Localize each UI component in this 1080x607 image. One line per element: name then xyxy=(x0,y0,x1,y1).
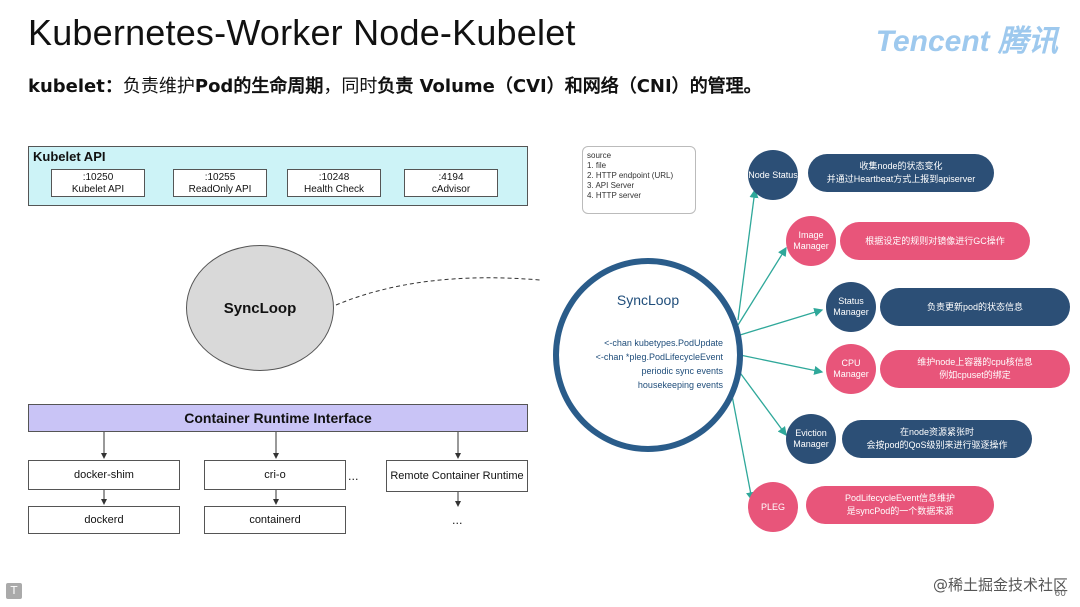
dockerd-box: dockerd xyxy=(28,506,180,534)
eviction-manager-circle: Eviction Manager xyxy=(786,414,836,464)
source-item: 1. file xyxy=(587,161,607,170)
subtitle-part: Pod的生命周期 xyxy=(194,76,324,97)
subtitle-part: 负责 xyxy=(377,76,414,97)
port-name: Health Check xyxy=(303,184,365,195)
syncloop-channel: periodic sync events xyxy=(641,366,723,376)
ellipsis: ... xyxy=(452,514,463,527)
subtitle-part: Volume（CVI） xyxy=(413,76,565,97)
remote-runtime-box: Remote Container Runtime xyxy=(386,460,528,492)
subtitle: kubelet：负责维护Pod的生命周期，同时负责 Volume（CVI）和网络… xyxy=(28,72,762,98)
port-number: :4194 xyxy=(438,172,464,183)
watermark: @稀土掘金技术社区 xyxy=(932,576,1068,594)
subtitle-part: 负责维护 xyxy=(122,76,195,97)
tencent-logo: Tencent 腾讯 xyxy=(875,25,1058,58)
status-manager-desc: 负责更新pod的状态信息 xyxy=(880,288,1070,326)
source-title: source xyxy=(587,151,612,160)
page-title: Kubernetes-Worker Node-Kubelet xyxy=(28,12,576,53)
eviction-manager-desc: 在node资源紧张时 会按pod的QoS级别来进行驱逐操作 xyxy=(842,420,1032,458)
syncloop-channel: <-chan kubetypes.PodUpdate xyxy=(604,338,723,348)
syncloop-detail-title: SyncLoop xyxy=(616,292,680,308)
kubelet-api-title: Kubelet API xyxy=(33,149,106,164)
cpu-manager-desc: 维护node上容器的cpu核信息 例如cpuset的绑定 xyxy=(880,350,1070,388)
containerd-box: containerd xyxy=(204,506,346,534)
port-number: :10255 xyxy=(204,172,236,183)
docker-shim-box: docker-shim xyxy=(28,460,180,490)
node-status-desc: 收集node的状态变化 并通过Heartbeat方式上报到apiserver xyxy=(808,154,994,192)
port-name: cAdvisor xyxy=(431,184,471,195)
syncloop-circle: SyncLoop xyxy=(186,245,334,371)
source-item: 3. API Server xyxy=(587,181,635,190)
syncloop-channel: housekeeping events xyxy=(637,380,723,390)
subtitle-part: 和网络（CNI） xyxy=(564,76,690,97)
status-manager-circle: Status Manager xyxy=(826,282,876,332)
source-box: source 1. file 2. HTTP endpoint (URL) 3.… xyxy=(582,146,696,214)
image-manager-desc: 根据设定的规则对镜像进行GC操作 xyxy=(840,222,1030,260)
port-number: :10250 xyxy=(82,172,114,183)
page-number: 60 xyxy=(1054,589,1066,599)
source-item: 4. HTTP server xyxy=(587,191,642,200)
port-name: ReadOnly API xyxy=(188,184,252,195)
node-status-circle: Node Status xyxy=(748,150,798,200)
pleg-circle: PLEG xyxy=(748,482,798,532)
dashed-link xyxy=(335,277,541,306)
subtitle-part: 的管理。 xyxy=(689,76,762,97)
subtitle-part: kubelet： xyxy=(28,76,123,97)
cri-bar: Container Runtime Interface xyxy=(28,404,528,432)
subtitle-part: ，同时 xyxy=(323,76,378,97)
pleg-desc: PodLifecycleEvent信息维护 是syncPod的一个数据来源 xyxy=(806,486,994,524)
source-item: 2. HTTP endpoint (URL) xyxy=(587,171,674,180)
port-name: Kubelet API xyxy=(71,184,125,195)
cpu-manager-circle: CPU Manager xyxy=(826,344,876,394)
image-manager-circle: Image Manager xyxy=(786,216,836,266)
cri-o-box: cri-o xyxy=(204,460,346,490)
ellipsis: ... xyxy=(348,470,359,483)
port-number: :10248 xyxy=(318,172,350,183)
footer-logo-icon: T xyxy=(6,583,22,599)
syncloop-channel: <-chan *pleg.PodLifecycleEvent xyxy=(595,352,723,362)
syncloop-detail-circle: SyncLoop <-chan kubetypes.PodUpdate <-ch… xyxy=(553,258,743,452)
